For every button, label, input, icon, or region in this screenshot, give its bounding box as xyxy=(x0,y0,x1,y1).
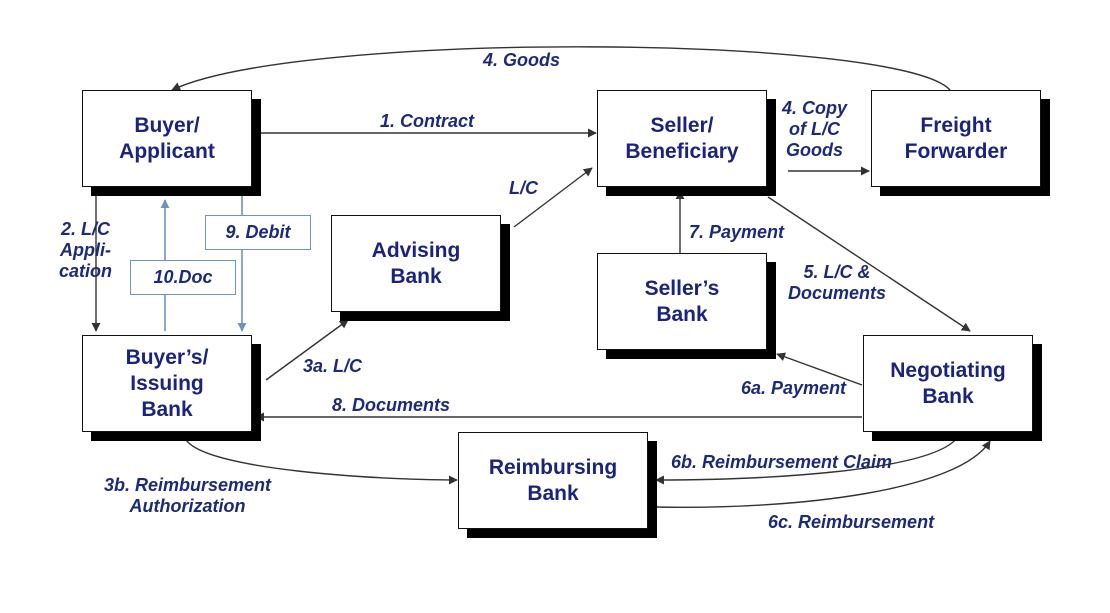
label-reimb-claim-6b: 6b. Reimbursement Claim xyxy=(671,452,893,472)
label-payment-7: 7. Payment xyxy=(689,222,785,242)
label-debit-9: 9. Debit xyxy=(205,215,311,250)
label-lc-3a: 3a. L/C xyxy=(303,356,363,376)
label-doc-10: 10.Doc xyxy=(130,260,236,295)
label-lc-documents: 5. L/C & Documents xyxy=(788,262,887,303)
node-reimbursing-bank: Reimbursing Bank xyxy=(458,432,648,529)
node-issuing-bank: Buyer’s/ Issuing Bank xyxy=(82,335,252,432)
edge-reimb-claim xyxy=(655,437,958,485)
edge-reimb-6c xyxy=(655,440,991,508)
edge-lc-3a xyxy=(265,319,349,381)
edge-goods xyxy=(171,46,951,91)
edge-lc-advising xyxy=(513,167,593,228)
label-reimbursement-6c: 6c. Reimbursement xyxy=(768,512,935,532)
label-lc-advising: L/C xyxy=(509,178,538,198)
label-contract: 1. Contract xyxy=(380,111,475,131)
node-sellers-bank: Seller’s Bank xyxy=(597,253,767,350)
edge-lc-documents xyxy=(767,196,971,332)
label-goods: 4. Goods xyxy=(483,50,561,70)
edge-reimb-authorization xyxy=(184,437,458,485)
label-reimb-authorization-3b: 3b. Reimbursement Authorization xyxy=(104,475,272,516)
label-documents-8: 8. Documents xyxy=(332,395,451,415)
label-payment-6a: 6a. Payment xyxy=(741,378,847,398)
node-buyer-applicant: Buyer/ Applicant xyxy=(82,90,252,187)
node-negotiating-bank: Negotiating Bank xyxy=(863,335,1033,432)
label-lc-application: 2. L/C Appli- cation xyxy=(59,219,113,281)
label-copy-lc: 4. Copy of L/C Goods xyxy=(782,98,848,160)
node-seller-beneficiary: Seller/ Beneficiary xyxy=(597,90,767,187)
edge-payment-6a xyxy=(776,352,863,386)
node-freight-forwarder: Freight Forwarder xyxy=(871,90,1041,187)
node-advising-bank: Advising Bank xyxy=(331,215,501,312)
